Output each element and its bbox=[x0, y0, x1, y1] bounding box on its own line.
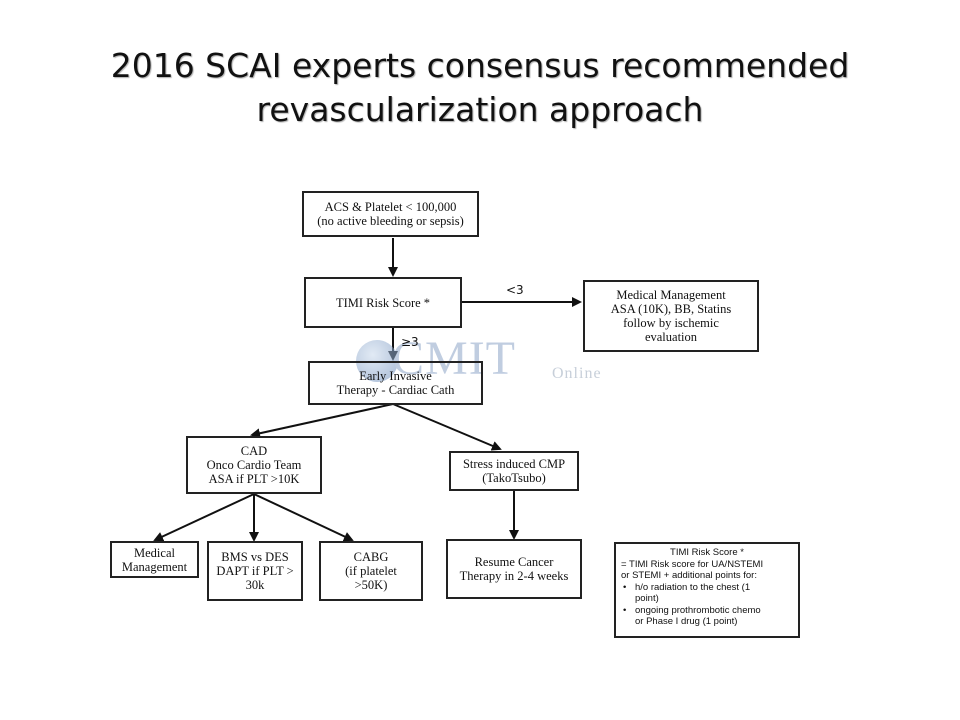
arrow-early-invasive-to-cad bbox=[250, 403, 394, 439]
legend-bullet-1: h/o radiation to the chest (1 point) bbox=[621, 582, 793, 605]
legend-bullets: h/o radiation to the chest (1 point) ong… bbox=[621, 582, 793, 628]
timi-legend: TIMI Risk Score * = TIMI Risk score for … bbox=[614, 542, 800, 638]
node-bms-des: BMS vs DES DAPT if PLT > 30k bbox=[207, 541, 303, 601]
node-timi-risk-score: TIMI Risk Score * bbox=[304, 277, 462, 328]
legend-bullet-2: ongoing prothrombotic chemo or Phase I d… bbox=[621, 605, 793, 628]
node-resume-cancer-therapy: Resume Cancer Therapy in 2-4 weeks bbox=[446, 539, 582, 599]
node-medical-management: Medical Management ASA (10K), BB, Statin… bbox=[583, 280, 759, 352]
node-cad: CAD Onco Cardio Team ASA if PLT >10K bbox=[186, 436, 322, 494]
node-stress-induced-cmp: Stress induced CMP (TakoTsubo) bbox=[449, 451, 579, 491]
arrow-cad-to-medical bbox=[153, 493, 255, 542]
legend-title: TIMI Risk Score * bbox=[670, 547, 744, 558]
legend-line-1: = TIMI Risk score for UA/NSTEMI bbox=[621, 558, 764, 570]
watermark-sub: Online bbox=[552, 365, 602, 382]
label-lt3: <3 bbox=[506, 283, 524, 297]
node-acs-platelet: ACS & Platelet < 100,000 (no active blee… bbox=[302, 191, 479, 237]
node-medical: Medical Management bbox=[110, 541, 199, 578]
slide-title: 2016 SCAI experts consensus recommended … bbox=[0, 44, 960, 132]
title-line-2: revascularization approach bbox=[256, 90, 704, 129]
arrow-early-invasive-to-stress-cmp bbox=[392, 403, 502, 451]
label-ge3: ≥3 bbox=[401, 335, 419, 349]
arrow-cad-to-cabg bbox=[253, 493, 354, 542]
watermark-text: CMIT bbox=[392, 332, 516, 385]
node-cabg: CABG (if platelet >50K) bbox=[319, 541, 423, 601]
node-early-invasive: Early Invasive Therapy - Cardiac Cath bbox=[308, 361, 483, 405]
title-line-1: 2016 SCAI experts consensus recommended bbox=[110, 46, 850, 85]
legend-line-2: or STEMI + additional points for: bbox=[621, 570, 757, 581]
